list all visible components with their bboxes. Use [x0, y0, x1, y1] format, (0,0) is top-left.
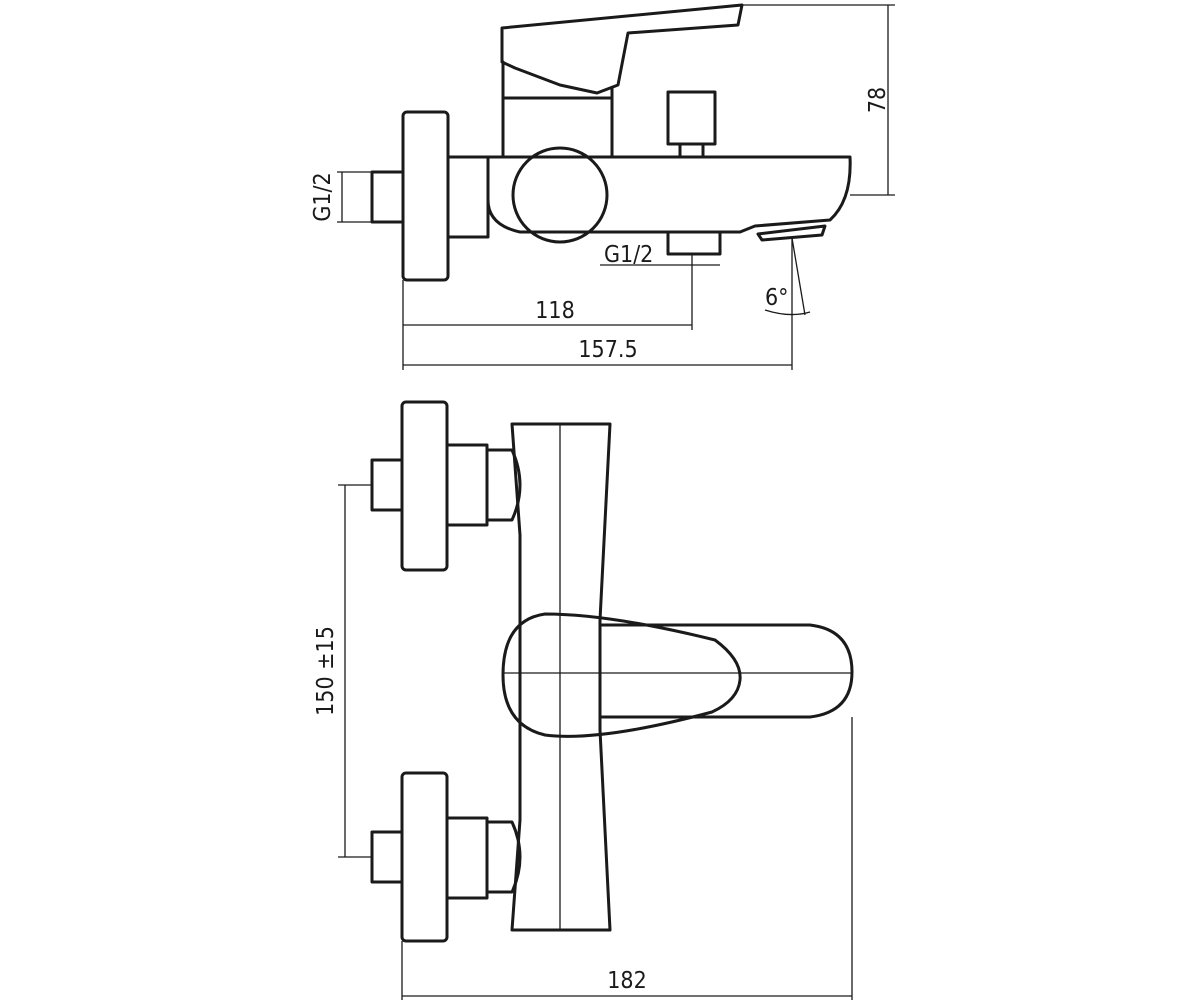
side-inlet-pipe	[370, 170, 405, 224]
side-connector-nut	[446, 155, 490, 239]
inlet-spacing-dim-label: 150 ±15	[313, 626, 339, 716]
top-view	[338, 400, 854, 1000]
top-lower-nut	[445, 816, 489, 900]
top-main-body	[510, 422, 612, 932]
top-upper-nut	[445, 443, 489, 527]
shower-outlet-dim-label: 118	[535, 298, 575, 324]
total-depth-dim-label: 182	[607, 968, 647, 994]
spout-angle-label: 6°	[765, 285, 789, 311]
outlet-thread-label: G1/2	[604, 242, 653, 268]
top-handle	[501, 612, 742, 738]
top-upper-flange	[400, 400, 449, 572]
side-cartridge-neck	[501, 60, 614, 159]
side-handle-lever	[500, 3, 744, 95]
side-aerator	[756, 224, 827, 242]
height-dim-label: 78	[865, 87, 891, 113]
top-lower-union	[485, 820, 522, 894]
side-wall-flange	[401, 110, 450, 282]
side-shower-outlet	[666, 230, 722, 256]
top-upper-inlet	[370, 458, 404, 512]
top-dimensions	[338, 484, 853, 1000]
side-view	[337, 3, 895, 370]
top-lower-inlet	[370, 830, 404, 884]
top-lower-flange	[400, 771, 449, 943]
side-diverter-knob	[511, 146, 609, 244]
top-spout	[600, 623, 854, 719]
side-diverter-stem	[678, 142, 705, 159]
inlet-thread-label: G1/2	[310, 172, 336, 221]
side-dimensions	[337, 4, 895, 370]
top-upper-union	[485, 448, 522, 522]
side-diverter-button	[666, 90, 717, 146]
side-body-spout	[486, 155, 852, 234]
spout-reach-dim-label: 157.5	[578, 337, 637, 363]
